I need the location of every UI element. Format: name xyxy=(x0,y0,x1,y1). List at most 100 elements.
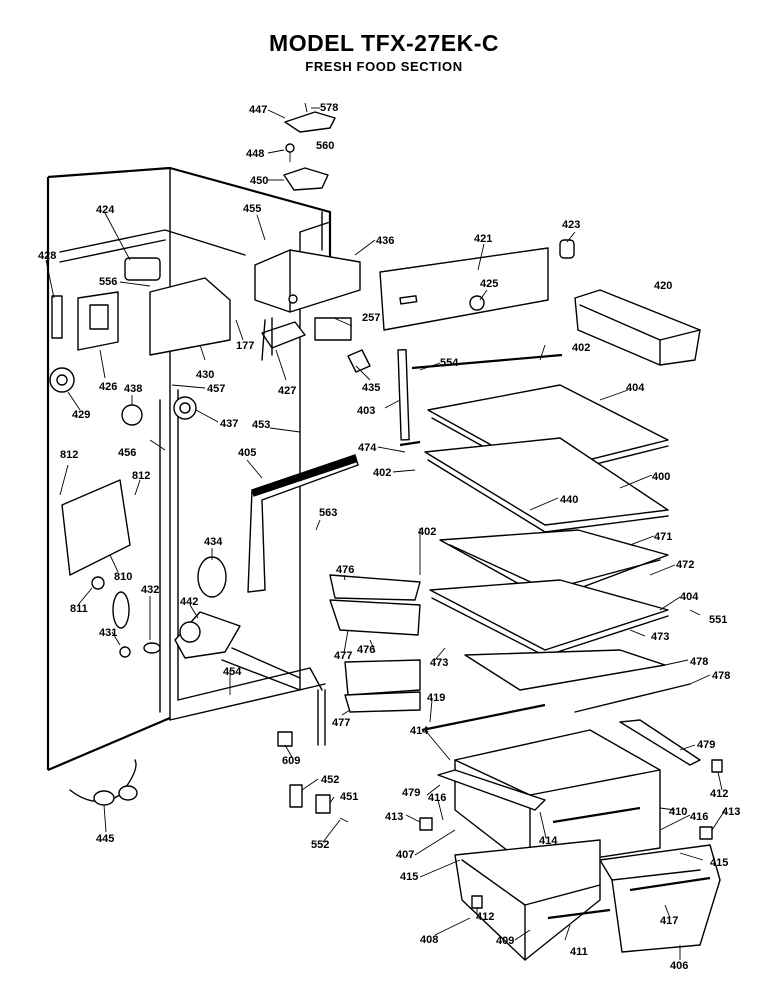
rail-419 xyxy=(421,703,546,732)
drawer-406 xyxy=(599,844,721,953)
label-437: 437 xyxy=(220,418,238,430)
label-454: 454 xyxy=(223,666,242,678)
label-430: 430 xyxy=(196,369,214,381)
label-429: 429 xyxy=(72,409,90,421)
label-442: 442 xyxy=(180,596,198,608)
label-810: 810 xyxy=(114,571,132,583)
label-440: 440 xyxy=(560,494,578,506)
crisper-drawers xyxy=(419,719,723,961)
label-451: 451 xyxy=(340,791,358,803)
label-578: 578 xyxy=(320,102,338,114)
tray-477b xyxy=(344,691,421,713)
label-413a: 413 xyxy=(385,811,403,823)
label-427: 427 xyxy=(278,385,296,397)
tray-477 xyxy=(329,599,421,636)
label-477a: 477 xyxy=(334,650,352,662)
part-257 xyxy=(314,317,352,341)
clip-413b xyxy=(699,826,713,840)
label-552: 552 xyxy=(311,839,329,851)
label-414b: 414 xyxy=(539,835,558,847)
rail-478 xyxy=(574,683,691,713)
label-447: 447 xyxy=(249,104,267,116)
label-811: 811 xyxy=(70,603,88,615)
label-412b: 412 xyxy=(476,911,494,923)
label-413b: 413 xyxy=(722,806,740,818)
left-components xyxy=(49,257,371,659)
label-426: 426 xyxy=(99,381,117,393)
shelf-400 xyxy=(424,437,669,526)
label-402c: 402 xyxy=(418,526,436,538)
diagram-subtitle: FRESH FOOD SECTION xyxy=(305,59,463,74)
label-412a: 412 xyxy=(710,788,728,800)
label-472: 472 xyxy=(676,559,694,571)
part-450 xyxy=(283,167,329,191)
label-479a: 479 xyxy=(697,739,715,751)
label-554: 554 xyxy=(440,357,459,369)
pan-471 xyxy=(439,529,669,601)
label-450: 450 xyxy=(250,175,268,187)
part-435 xyxy=(347,349,371,373)
label-476b: 476 xyxy=(357,644,375,656)
label-455: 455 xyxy=(243,203,261,215)
label-478b: 478 xyxy=(712,670,730,682)
screw-448 xyxy=(285,143,295,153)
label-432: 432 xyxy=(141,584,159,596)
leader-lines xyxy=(45,107,726,960)
label-423: 423 xyxy=(562,219,580,231)
label-402a: 402 xyxy=(572,342,590,354)
part-810 xyxy=(61,479,131,576)
clip-412b xyxy=(471,895,483,909)
label-560: 560 xyxy=(316,140,334,152)
label-438: 438 xyxy=(124,383,142,395)
label-434: 434 xyxy=(204,536,223,548)
label-479b: 479 xyxy=(402,787,420,799)
label-416b: 416 xyxy=(690,811,708,823)
diagram-title: MODEL TFX-27EK-C xyxy=(269,30,499,56)
label-417: 417 xyxy=(660,915,678,927)
part-436 xyxy=(254,249,361,313)
knob-425 xyxy=(469,295,485,311)
part-811 xyxy=(91,576,105,590)
part-420 xyxy=(574,289,701,366)
label-415a: 415 xyxy=(400,871,418,883)
part-403 xyxy=(397,349,410,441)
part-421 xyxy=(379,247,549,331)
label-477b: 477 xyxy=(332,717,350,729)
label-474: 474 xyxy=(358,442,377,454)
label-400: 400 xyxy=(652,471,670,483)
control-panel xyxy=(379,239,701,366)
label-563: 563 xyxy=(319,507,337,519)
part-427 xyxy=(261,321,306,349)
label-473b: 473 xyxy=(430,657,448,669)
label-424: 424 xyxy=(96,204,115,216)
label-406: 406 xyxy=(670,960,688,972)
part-445 xyxy=(93,790,115,806)
rail-479 xyxy=(437,769,546,811)
label-416a: 416 xyxy=(428,792,446,804)
label-410: 410 xyxy=(669,806,687,818)
label-448: 448 xyxy=(246,148,264,160)
label-409: 409 xyxy=(496,935,514,947)
label-435: 435 xyxy=(362,382,380,394)
part-438 xyxy=(121,404,143,426)
label-812a: 812 xyxy=(60,449,78,461)
part-452 xyxy=(289,784,303,808)
label-812b: 812 xyxy=(132,470,150,482)
drawer-408 xyxy=(454,839,601,961)
label-405: 405 xyxy=(238,447,256,459)
label-402b: 402 xyxy=(373,467,391,479)
label-419: 419 xyxy=(427,692,445,704)
part-451 xyxy=(315,794,331,814)
cabinet-frame xyxy=(46,166,332,772)
label-407: 407 xyxy=(396,849,414,861)
label-403: 403 xyxy=(357,405,375,417)
label-453: 453 xyxy=(252,419,270,431)
shelf-404b xyxy=(429,579,669,651)
part-609 xyxy=(277,731,293,747)
label-425: 425 xyxy=(480,278,498,290)
shelves xyxy=(397,349,691,732)
label-609: 609 xyxy=(282,755,300,767)
label-471: 471 xyxy=(654,531,672,543)
part-428 xyxy=(51,295,63,339)
part-430 xyxy=(149,277,231,356)
